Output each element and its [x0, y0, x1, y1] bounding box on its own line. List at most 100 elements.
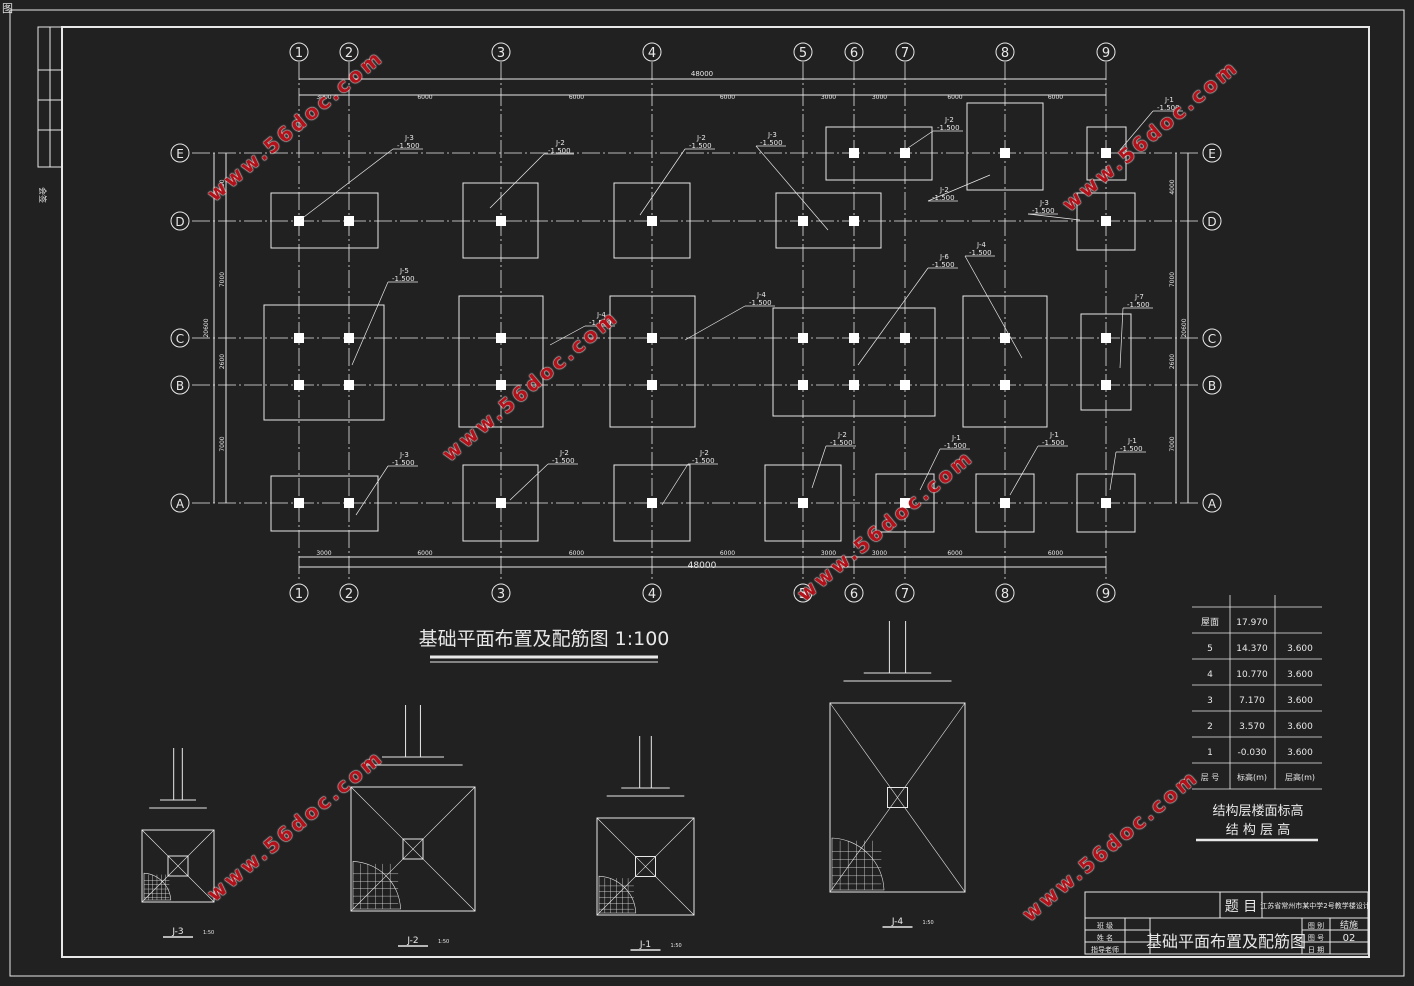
column	[344, 216, 354, 226]
level-height: 3.600	[1287, 670, 1313, 680]
footing-outline	[764, 464, 842, 542]
axis-label: 1	[295, 587, 303, 602]
dim-text: 6000	[1048, 94, 1063, 101]
column	[798, 380, 808, 390]
footing-outline	[270, 475, 379, 532]
footing-outline	[462, 464, 539, 542]
axis-bubble-A	[1202, 493, 1222, 513]
footing-tag-name: J-2	[699, 449, 709, 457]
footing-tag-name: J-4	[756, 291, 766, 299]
table-caption: 结构层楼面标高	[1212, 803, 1303, 819]
column	[647, 333, 657, 343]
axis-bubble-2	[339, 42, 359, 62]
axis-label: 1	[295, 46, 303, 61]
column	[647, 380, 657, 390]
rebar-mesh	[831, 837, 885, 891]
column	[294, 380, 304, 390]
footing-tag-name: J-7	[1134, 293, 1144, 301]
footing-outline	[613, 182, 691, 259]
footing-tag-name: J-6	[939, 253, 949, 261]
axis-label: 7	[901, 46, 909, 61]
axis-bubble-C	[170, 328, 190, 348]
axis-label: 2	[345, 46, 353, 61]
column	[849, 333, 859, 343]
detail-label: J-1	[639, 940, 651, 950]
dim-text: 3000	[821, 94, 836, 101]
footing-outline	[263, 304, 385, 421]
axis-label: 3	[497, 46, 505, 61]
axis-bubble-6	[844, 42, 864, 62]
column	[1101, 333, 1111, 343]
detail-label: J-2	[406, 936, 418, 946]
axis-label: 2	[345, 587, 353, 602]
level-elevation: 10.770	[1236, 670, 1268, 680]
table-header: 标高(m)	[1237, 772, 1267, 782]
column	[1000, 148, 1010, 158]
detail-column	[402, 838, 424, 860]
axis-bubble-D	[170, 211, 190, 231]
level-height: 3.600	[1287, 722, 1313, 732]
dim-text: 7000	[1169, 436, 1176, 451]
axis-bubble-1	[289, 42, 309, 62]
axis-label: D	[175, 215, 184, 229]
footing-outline	[975, 473, 1035, 533]
level-height: 3.600	[1287, 748, 1313, 758]
level-floor: 3	[1207, 696, 1213, 706]
axis-label: 4	[648, 46, 656, 61]
axis-bubble-1	[289, 583, 309, 603]
detail-outline	[350, 786, 476, 912]
footing-tag-elevation: -1.500	[937, 124, 960, 132]
axis-bubble-7	[895, 583, 915, 603]
axis-bubble-9	[1096, 42, 1116, 62]
footing-tag-name: J-3	[767, 131, 777, 139]
rebar-mesh	[143, 872, 172, 901]
axis-label: 5	[799, 46, 807, 61]
level-elevation: 14.370	[1236, 644, 1268, 654]
title-block	[1084, 891, 1369, 955]
leader-line	[351, 281, 389, 366]
tb-right-label: 日 期	[1308, 946, 1324, 954]
column	[294, 333, 304, 343]
column	[798, 216, 808, 226]
footing-tag-elevation: -1.500	[689, 142, 712, 150]
axis-label: 4	[648, 587, 656, 602]
footing-tag-elevation: -1.500	[944, 442, 967, 450]
leader-line	[1009, 445, 1039, 496]
axis-label: 5	[799, 587, 807, 602]
footing-tag-name: J-4	[596, 311, 606, 319]
column	[344, 498, 354, 508]
footing-tag-elevation: -1.500	[392, 459, 415, 467]
column	[1000, 380, 1010, 390]
dim-text: 20600	[1181, 318, 1188, 337]
leader-line	[811, 445, 827, 489]
axis-bubble-6	[844, 583, 864, 603]
column	[900, 333, 910, 343]
footing-outline	[1080, 313, 1132, 411]
column	[294, 498, 304, 508]
level-height: 3.600	[1287, 644, 1313, 654]
footing-tag-elevation: -1.500	[1157, 104, 1180, 112]
corner-label: 图	[2, 2, 13, 15]
detail-column	[887, 787, 908, 808]
column	[1101, 498, 1111, 508]
footing-tag-elevation: -1.500	[548, 147, 571, 155]
axis-label: B	[1208, 379, 1216, 393]
axis-label: E	[176, 147, 184, 161]
leader-line	[661, 463, 689, 506]
leader-line	[684, 305, 746, 341]
axis-bubble-4	[642, 42, 662, 62]
axis-bubble-5	[793, 583, 813, 603]
tb-left-label: 班 级	[1097, 921, 1113, 930]
column	[1101, 216, 1111, 226]
column	[900, 498, 910, 508]
axis-label: 6	[850, 587, 858, 602]
axis-bubble-C	[1202, 328, 1222, 348]
footing-outline	[1076, 473, 1136, 533]
column	[849, 148, 859, 158]
column	[496, 498, 506, 508]
footing-outline	[1076, 192, 1136, 251]
column	[798, 498, 808, 508]
table-header: 层高(m)	[1285, 772, 1315, 782]
footing-tag-name: J-1	[1049, 431, 1059, 439]
column	[900, 380, 910, 390]
